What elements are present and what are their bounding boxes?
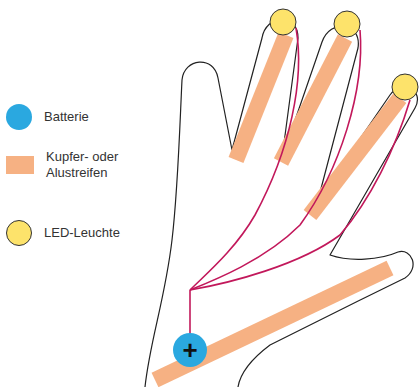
led-light xyxy=(270,9,296,35)
hand-outline xyxy=(145,19,417,387)
led-light xyxy=(334,11,360,37)
metal-strip xyxy=(281,38,345,162)
wire xyxy=(189,290,191,335)
wire xyxy=(190,28,299,290)
wire xyxy=(190,30,361,290)
wire xyxy=(190,100,410,290)
legend-row: Kupfer- oder Alustreifen xyxy=(6,149,146,182)
legend-swatch xyxy=(6,220,32,246)
battery-circle: + xyxy=(173,333,207,367)
legend-swatch xyxy=(6,156,34,174)
metal-strips xyxy=(155,35,400,380)
metal-strip xyxy=(310,98,400,215)
legend-text: Kupfer- oder Alustreifen xyxy=(46,149,146,182)
legend-row: Batterie xyxy=(6,104,144,130)
metal-strip xyxy=(155,268,390,380)
legend-text: LED-Leuchte xyxy=(44,225,144,241)
wires xyxy=(190,28,410,335)
legend-swatch xyxy=(6,104,32,130)
led-light xyxy=(392,74,418,100)
legend-row: LED-Leuchte xyxy=(6,220,144,246)
led-lights xyxy=(270,9,418,100)
legend-text: Batterie xyxy=(44,109,144,125)
terminal-sign: + xyxy=(182,337,197,363)
metal-strip xyxy=(236,35,286,160)
